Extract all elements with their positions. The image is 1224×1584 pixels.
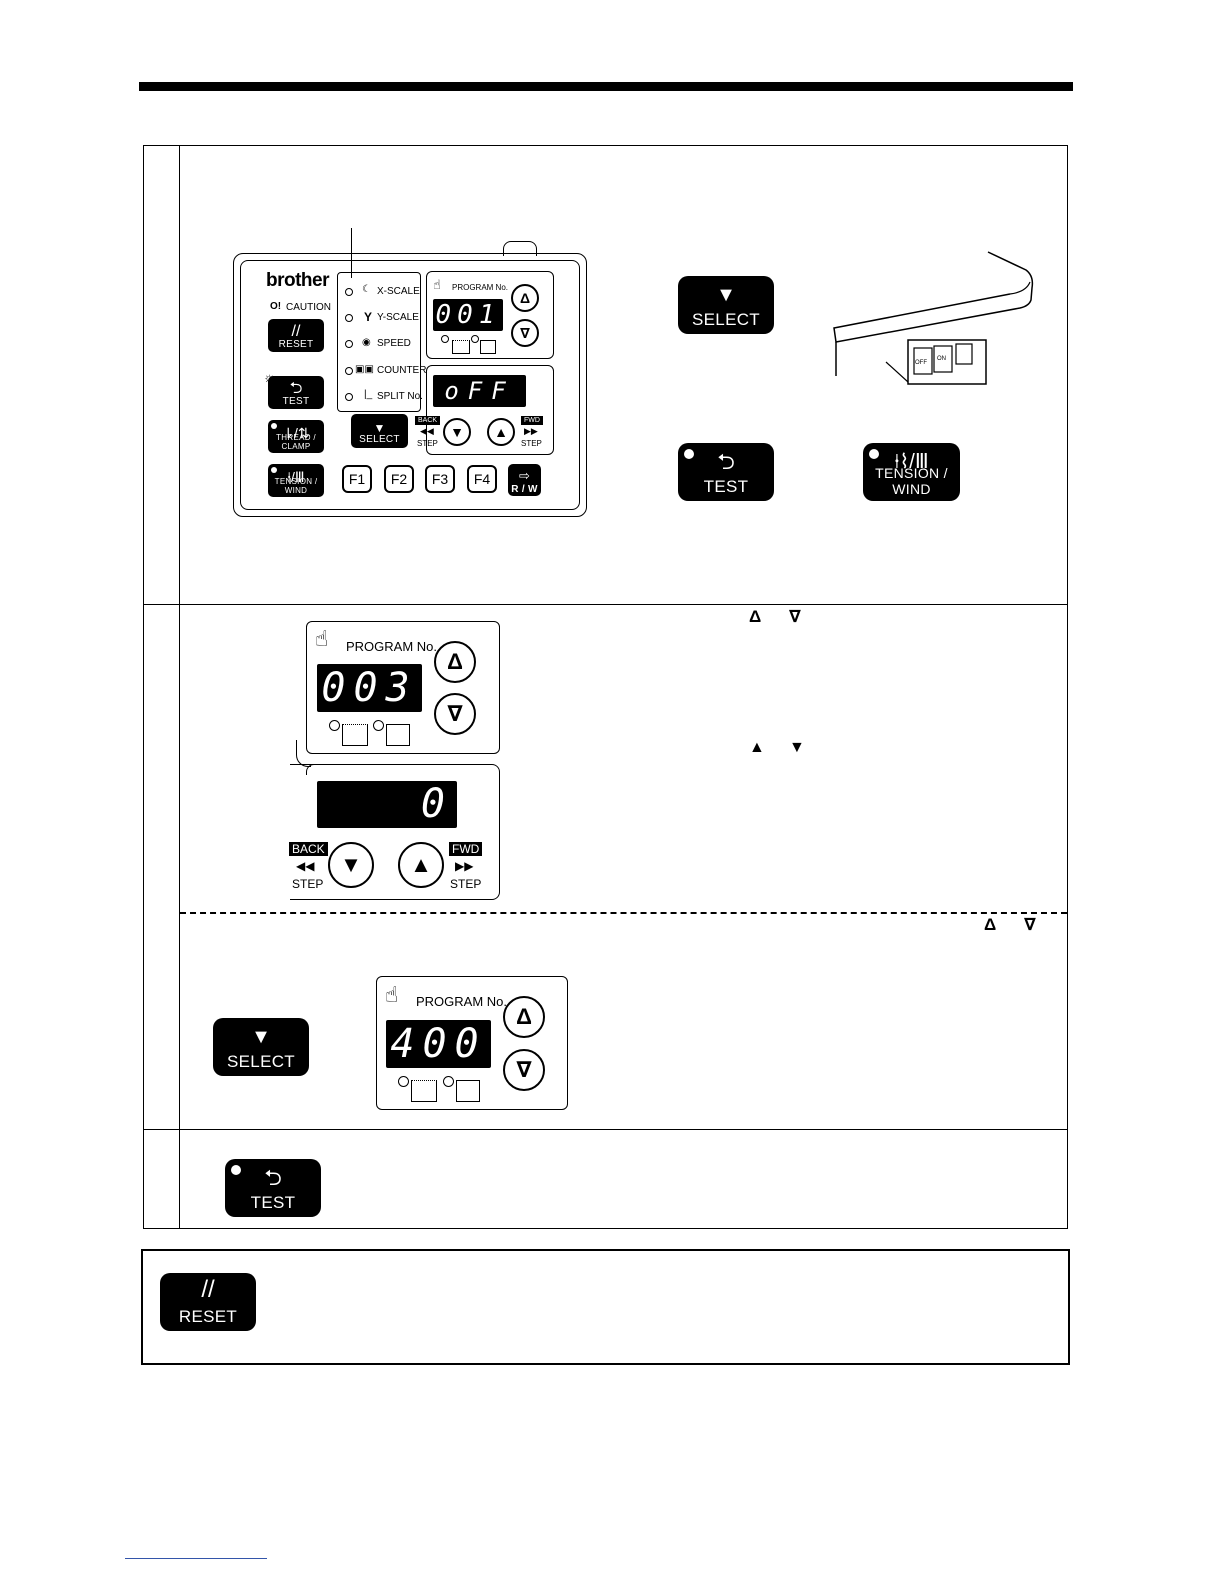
f2-button[interactable]: F2 [384,465,414,493]
split-no-label: SPLIT No. [377,391,423,402]
reset-key[interactable]: // RESET [160,1273,256,1331]
brand-logo: brother [266,270,330,291]
panel-program-up-button[interactable]: Δ [511,284,539,312]
program-hand-icon: ☝ [385,982,399,1007]
dashed-divider [180,912,1067,914]
up-outline-icon: Δ [749,607,762,626]
select-key[interactable]: ▼ SELECT [678,276,774,334]
fwd-step-button[interactable]: ▲ [398,842,444,888]
x-scale-label: X-SCALE [377,286,420,297]
return-icon: ⮌ [717,449,735,474]
y-scale-icon: Y [364,310,373,324]
header-rule [139,82,1073,91]
panel-reset-button[interactable]: // RESET [268,319,324,352]
program-400-up-button[interactable]: Δ [503,996,545,1038]
caution-icon: O! [270,301,282,312]
f1-button[interactable]: F1 [342,465,372,493]
steps-table [143,145,1068,1229]
panel-back-step-button[interactable]: ▼ [443,418,471,446]
step-panel-large [290,764,500,900]
program-up-button[interactable]: Δ [434,641,476,683]
panel-program-display: 001 [433,299,503,331]
program-hand-icon: ☝ [433,277,441,292]
panel-program-label: PROGRAM No. [452,283,509,292]
machine-table-illustration [833,251,1034,385]
f3-button[interactable]: F3 [425,465,455,493]
tension-wind-icon: ⍿⌇/Ⅲ [894,451,929,473]
test-key[interactable]: ⮌ TEST [678,443,774,501]
back-step-label: STEP [292,877,324,891]
panel-main-display: oFF [433,375,526,407]
down-outline-icon: ∇ [1024,915,1036,934]
panel-back-badge: BACK [415,416,441,425]
return-icon: ⮌ [289,380,303,397]
panel-test-button[interactable]: ⮌ TEST [268,376,324,409]
machine-off-label: OFF [915,360,927,366]
program-label-400: PROGRAM No. [416,994,508,1009]
rw-button[interactable]: ⇨ R / W [508,464,541,496]
step-display-large: 0 [317,781,457,828]
speed-label: SPEED [377,338,411,349]
disk-icon [386,724,410,746]
program-label-large: PROGRAM No. [346,639,438,654]
up-solid-icon: ▲ [749,739,765,756]
tension-wind-key[interactable]: ⍿⌇/Ⅲ TENSION / WIND [863,443,960,501]
counter-label: COUNTER [377,365,427,376]
down-solid-icon: ▼ [789,739,805,756]
disk-icon [456,1080,480,1102]
program-400-down-button[interactable]: ∇ [503,1049,545,1091]
select-arrow-icon: ▼ [373,421,386,435]
speed-icon: ◉ [362,337,371,348]
program-down-button[interactable]: ∇ [434,693,476,735]
fwd-arrows-icon: ▶▶ [455,859,474,873]
operation-panel [233,253,587,517]
program-display-large: 003 [317,664,422,712]
reset-icon: // [201,1276,215,1303]
card-icon [342,724,368,746]
panel-back-step: STEP [417,439,438,448]
thread-clamp-icon: ⇂/⇅ [282,425,310,441]
split-icon: |_ [364,389,373,400]
down-outline-icon: ∇ [789,607,801,626]
panel-select-button[interactable]: ▼ SELECT [351,414,408,448]
fwd-step-label: STEP [450,877,482,891]
tension-wind-icon: ⍿/Ⅲ [287,469,305,485]
test-key-2[interactable]: ⮌ TEST [225,1159,321,1217]
caution-label: CAUTION [286,302,331,313]
return-icon: ⮌ [264,1165,282,1190]
reset-icon: // [291,323,301,340]
panel-fwd-badge: FWD [521,416,543,425]
bottom-link-underline [125,1558,267,1559]
panel-thread-clamp-button[interactable]: ⇂/⇅ THREAD / CLAMP [268,420,324,453]
select-arrow-icon: ▼ [251,1026,271,1048]
rw-arrow-icon: ⇨ [519,468,530,483]
x-scale-icon: ☾ [362,284,371,295]
card-icon [411,1080,437,1102]
up-outline-icon: Δ [984,915,997,934]
panel-fwd-step: STEP [521,439,542,448]
program-hand-icon: ☝ [315,626,329,651]
back-step-button[interactable]: ▼ [328,842,374,888]
select-key-2[interactable]: ▼ SELECT [213,1018,309,1076]
panel-fwd-arrows: ▶▶ [524,426,538,436]
fwd-badge: FWD [449,842,483,856]
card-icon [452,340,470,354]
select-arrow-icon: ▼ [716,284,736,306]
counter-icon: ▣▣ [355,364,374,375]
panel-program-down-button[interactable]: ∇ [511,319,539,347]
reset-note-box [141,1249,1070,1365]
panel-back-arrows: ◀◀ [420,426,434,436]
back-badge: BACK [289,842,328,856]
y-scale-label: Y-SCALE [377,312,419,323]
panel-tension-wind-button[interactable]: ⍿/Ⅲ TENSION / WIND [268,464,324,497]
program-display-400: 400 [386,1020,491,1068]
panel-fwd-step-button[interactable]: ▲ [487,418,515,446]
back-arrows-icon: ◀◀ [296,859,315,873]
f4-button[interactable]: F4 [467,465,497,493]
machine-on-label: ON [937,356,946,362]
disk-icon [480,340,496,354]
